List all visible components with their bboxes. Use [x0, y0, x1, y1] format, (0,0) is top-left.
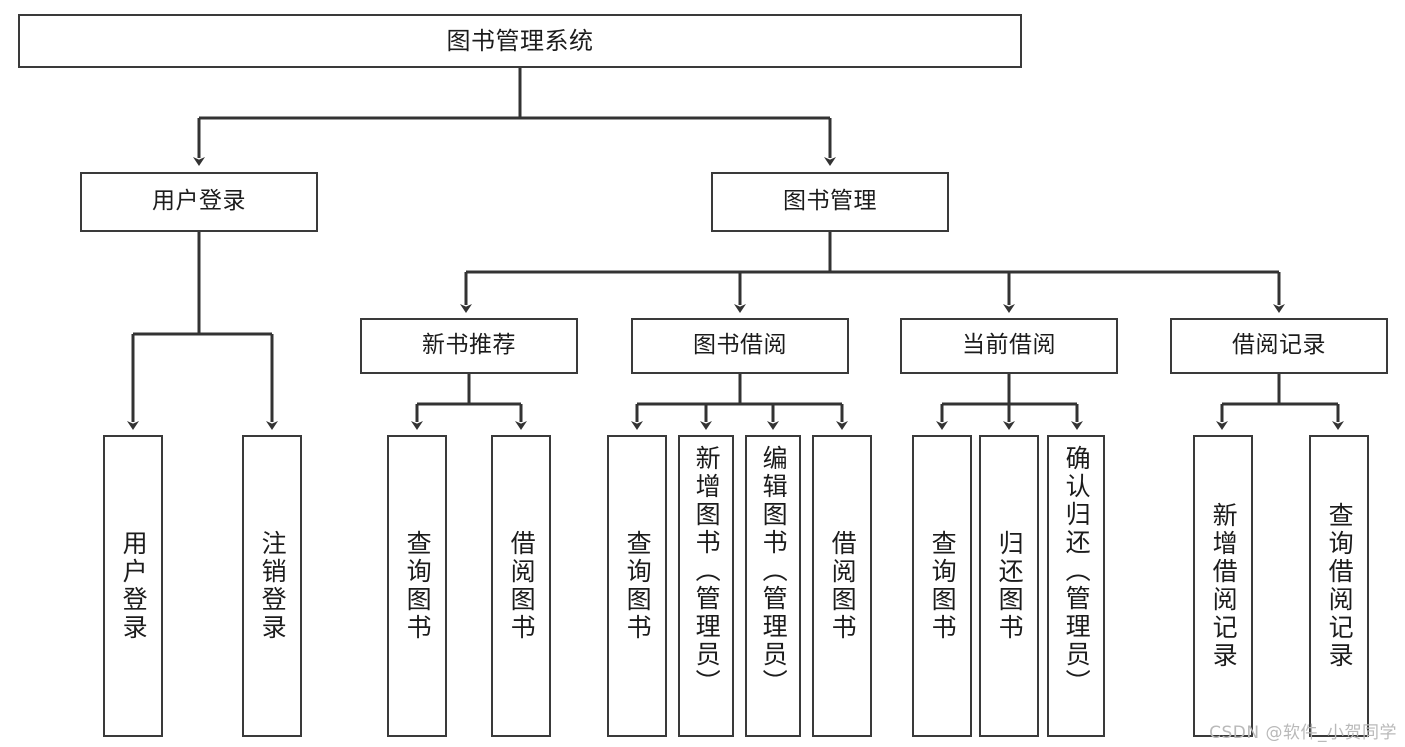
leaf-query-book-2[interactable]: 查询图书: [607, 435, 667, 737]
node-new-book-recommend-label: 新书推荐: [422, 332, 516, 359]
node-book-borrow-label: 图书借阅: [693, 332, 787, 359]
node-current-borrow-label: 当前借阅: [962, 332, 1056, 359]
leaf-query-book-3[interactable]: 查询图书: [912, 435, 972, 737]
leaf-logout-login-label: 注销登录: [258, 530, 288, 642]
node-book-borrow[interactable]: 图书借阅: [631, 318, 849, 374]
leaf-add-record-label: 新增借阅记录: [1209, 502, 1239, 670]
leaf-query-book-1[interactable]: 查询图书: [387, 435, 447, 737]
leaf-add-record[interactable]: 新增借阅记录: [1193, 435, 1253, 737]
leaf-borrow-book-2-label: 借阅图书: [828, 530, 858, 642]
leaf-query-record-label: 查询借阅记录: [1325, 502, 1355, 670]
leaf-return-book-label: 归还图书: [995, 530, 1025, 642]
leaf-edit-book-label: 编辑图书（管理员）: [759, 445, 789, 697]
leaf-borrow-book-2[interactable]: 借阅图书: [812, 435, 872, 737]
leaf-borrow-book-1-label: 借阅图书: [507, 530, 537, 642]
leaf-edit-book[interactable]: 编辑图书（管理员）: [745, 435, 801, 737]
leaf-query-record[interactable]: 查询借阅记录: [1309, 435, 1369, 737]
leaf-logout-login[interactable]: 注销登录: [242, 435, 302, 737]
leaf-borrow-book-1[interactable]: 借阅图书: [491, 435, 551, 737]
node-root-label: 图书管理系统: [446, 26, 594, 55]
csdn-watermark: CSDN @软件_小贺同学: [1209, 723, 1397, 743]
leaf-user-login-label: 用户登录: [119, 530, 149, 642]
node-book-management-label: 图书管理: [783, 188, 877, 215]
leaf-query-book-2-label: 查询图书: [623, 530, 653, 642]
leaf-user-login[interactable]: 用户登录: [103, 435, 163, 737]
leaf-return-book[interactable]: 归还图书: [979, 435, 1039, 737]
node-user-login-label: 用户登录: [152, 188, 246, 215]
leaf-confirm-return[interactable]: 确认归还（管理员）: [1047, 435, 1105, 737]
node-user-login[interactable]: 用户登录: [80, 172, 318, 232]
leaf-confirm-return-label: 确认归还（管理员）: [1062, 445, 1092, 697]
leaf-query-book-3-label: 查询图书: [928, 530, 958, 642]
node-new-book-recommend[interactable]: 新书推荐: [360, 318, 578, 374]
leaf-add-book-label: 新增图书（管理员）: [692, 445, 722, 697]
node-book-management[interactable]: 图书管理: [711, 172, 949, 232]
node-borrow-record[interactable]: 借阅记录: [1170, 318, 1388, 374]
node-root[interactable]: 图书管理系统: [18, 14, 1022, 68]
leaf-add-book[interactable]: 新增图书（管理员）: [678, 435, 734, 737]
leaf-query-book-1-label: 查询图书: [403, 530, 433, 642]
node-borrow-record-label: 借阅记录: [1232, 332, 1326, 359]
node-current-borrow[interactable]: 当前借阅: [900, 318, 1118, 374]
